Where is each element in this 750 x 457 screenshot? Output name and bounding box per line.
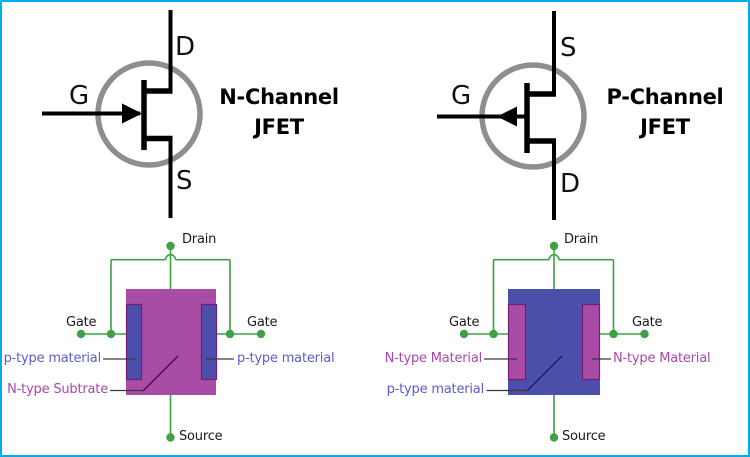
n-drain-dot	[166, 241, 175, 251]
p-structure-source-label: Source	[562, 429, 606, 444]
n-channel-title-line1: N-Channel	[219, 85, 339, 109]
n-channel-title-line2: JFET	[254, 115, 304, 139]
n-structure-material-right-label: p-type material	[237, 351, 335, 366]
p-channel-title: P-Channel JFET	[590, 82, 740, 142]
n-left-gate-region	[125, 303, 143, 381]
n-symbol-source-label: S	[176, 166, 193, 196]
n-source-dot	[166, 433, 175, 442]
n-structure-drain-label: Drain	[182, 232, 217, 247]
n-structure-junction-dots	[76, 241, 266, 442]
p-structure-wires	[464, 250, 645, 434]
n-structure-material-left-label: p-type material	[3, 351, 102, 366]
p-structure-substrate-label: p-type material	[386, 382, 485, 397]
n-channel-structure	[76, 241, 266, 442]
p-source-dot	[549, 433, 559, 442]
p-gate-arrow-icon	[497, 106, 517, 127]
n-structure-substrate-label: N-type Subtrate	[7, 382, 108, 397]
p-structure-junction-dots	[459, 241, 649, 442]
p-left-gate-region	[507, 303, 527, 381]
p-gate-left-terminal-dot	[459, 329, 469, 339]
p-channel-symbol	[437, 11, 587, 220]
p-drain-dot	[549, 241, 559, 251]
p-symbol-gate-label: G	[451, 81, 472, 111]
p-symbol-source-label: S	[560, 33, 577, 63]
n-symbol-drain-label: D	[175, 32, 196, 62]
p-structure-material-left-label: N-type Material	[384, 351, 483, 366]
p-symbol-drain-label: D	[560, 169, 581, 199]
p-gate-left-junction-dot	[489, 329, 498, 339]
n-gate-right-junction-dot	[225, 329, 235, 339]
p-structure-material-right-label: N-type Material	[613, 351, 711, 366]
p-channel-title-line2: JFET	[640, 115, 690, 139]
n-gate-left-terminal-dot	[76, 329, 86, 339]
p-gate-right-terminal-dot	[640, 329, 649, 339]
p-gate-right-junction-dot	[609, 329, 618, 339]
p-structure-gate-right-label: Gate	[632, 315, 663, 330]
p-channel-title-line1: P-Channel	[606, 85, 724, 109]
n-channel-title: N-Channel JFET	[204, 82, 354, 142]
p-structure-gate-left-label: Gate	[449, 315, 480, 330]
p-structure-leader-lines	[484, 358, 611, 392]
p-channel-structure	[459, 241, 649, 442]
n-gate-right-terminal-dot	[256, 329, 266, 339]
n-symbol-gate-label: G	[69, 81, 90, 111]
n-gate-left-junction-dot	[106, 329, 116, 339]
n-structure-wires	[81, 250, 261, 434]
n-structure-gate-right-label: Gate	[247, 315, 278, 330]
n-channel-symbol	[42, 10, 203, 218]
p-channel-indicator-line	[526, 355, 563, 392]
n-right-gate-region	[200, 303, 218, 381]
p-structure-drain-label: Drain	[564, 232, 599, 247]
n-structure-leader-lines	[103, 358, 234, 392]
n-channel-indicator-line	[142, 355, 179, 392]
n-gate-arrow-icon	[122, 103, 142, 124]
n-structure-source-label: Source	[179, 429, 223, 444]
p-right-gate-region	[581, 303, 601, 381]
n-structure-gate-left-label: Gate	[66, 315, 97, 330]
